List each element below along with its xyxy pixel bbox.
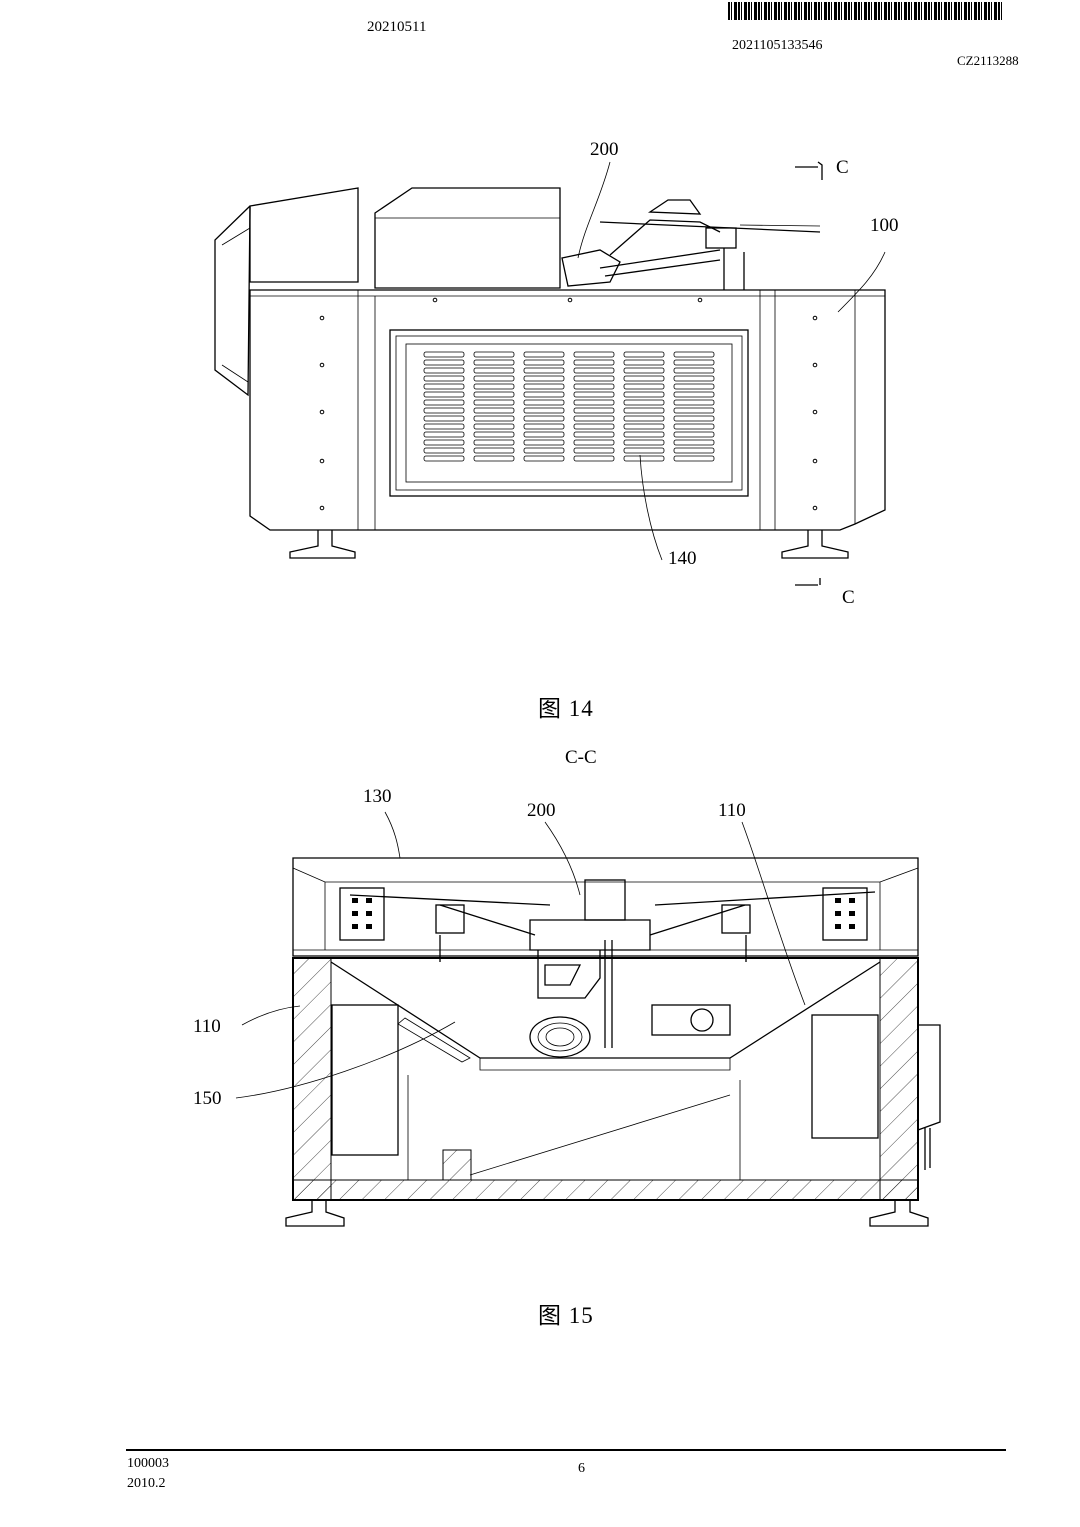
section-marker-top: C [836,157,849,178]
label-100: 100 [870,215,899,236]
label-130: 130 [363,786,392,807]
footer-code: 100003 [127,1456,169,1471]
figure-14-caption: 图 14 [538,696,594,721]
barcode-number: 2021105133546 [732,38,823,53]
doc-code: CZ2113288 [957,53,1019,68]
label-110-top: 110 [718,800,746,821]
label-110-left: 110 [193,1016,221,1037]
barcode [728,2,1004,20]
label-150: 150 [193,1088,222,1109]
section-marker-bottom: C [842,587,855,608]
page-number: 6 [578,1461,585,1476]
figure-15-caption: 图 15 [538,1303,594,1328]
label-200-fig14: 200 [590,139,619,160]
header-date: 20210511 [367,19,427,35]
label-140: 140 [668,548,697,569]
label-200-fig15: 200 [527,800,556,821]
footer-version: 2010.2 [127,1476,166,1491]
section-title-cc: C-C [565,747,597,768]
footer-rule [126,1449,1006,1451]
